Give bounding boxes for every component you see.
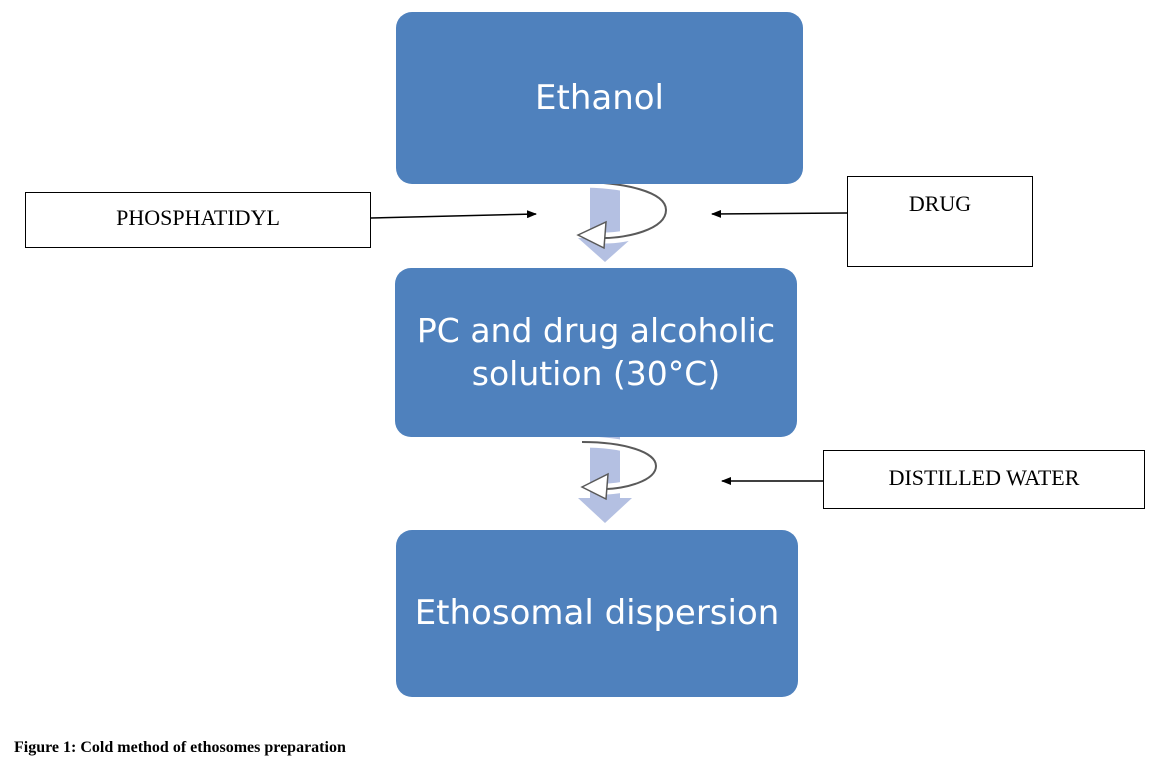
input-drug: DRUG [847,176,1033,267]
step-ethanol-label: Ethanol [535,77,664,118]
figure-caption: Figure 1: Cold method of ethosomes prepa… [14,739,346,756]
step-solution-line2: solution (30°C) [471,353,721,393]
down-arrow-icon [578,437,632,523]
arrow-icon [711,209,848,218]
arrow-icon [370,210,537,219]
input-phosphatidyl: PHOSPHATIDYL [25,192,371,248]
input-drug-label: DRUG [908,191,972,216]
input-distilled-water: DISTILLED WATER [823,450,1145,509]
down-arrow-icon [578,184,632,262]
step-dispersion-label: Ethosomal dispersion [414,593,780,634]
step-ethanol: Ethanol [396,12,803,184]
step-solution: PC and drug alcoholic solution (30°C) [395,268,797,437]
step-dispersion: Ethosomal dispersion [396,530,798,697]
rotate-arrow-icon [576,436,662,501]
input-distilled-water-label: DISTILLED WATER [888,464,1080,490]
rotate-arrow-icon [572,176,672,250]
step-solution-line1: PC and drug alcoholic [416,310,776,350]
step-solution-label: PC and drug alcoholic solution (30°C) [417,310,775,396]
input-phosphatidyl-label: PHOSPHATIDYL [116,205,280,230]
